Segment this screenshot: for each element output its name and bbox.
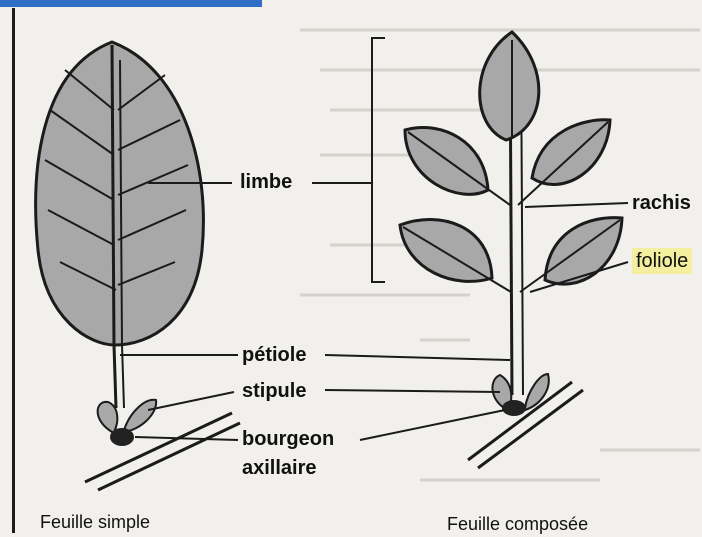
leaflet-upper-left: [405, 128, 488, 195]
leaflet-upper-right: [532, 120, 610, 185]
label-bourgeon: bourgeon: [242, 428, 334, 450]
label-foliole: foliole: [632, 250, 692, 272]
caption-feuille-composee: Feuille composée: [447, 514, 588, 535]
label-petiole: pétiole: [242, 344, 306, 366]
compound-leaf-stipule-right: [525, 374, 549, 410]
caption-feuille-simple: Feuille simple: [40, 512, 150, 533]
simple-leaf-stipule-left: [98, 402, 118, 432]
label-rachis: rachis: [632, 192, 691, 214]
simple-leaf: [36, 42, 240, 490]
label-stipule: stipule: [242, 380, 306, 402]
leaflet-top: [480, 32, 539, 140]
simple-leaf-bud: [110, 428, 134, 446]
label-axillaire: axillaire: [242, 457, 317, 479]
simple-leaf-stipule-right: [124, 400, 156, 432]
label-limbe: limbe: [240, 171, 292, 193]
foliole-highlight: foliole: [632, 248, 692, 274]
compound-leaf-bud: [502, 400, 526, 416]
compound-leaf: [400, 32, 622, 468]
